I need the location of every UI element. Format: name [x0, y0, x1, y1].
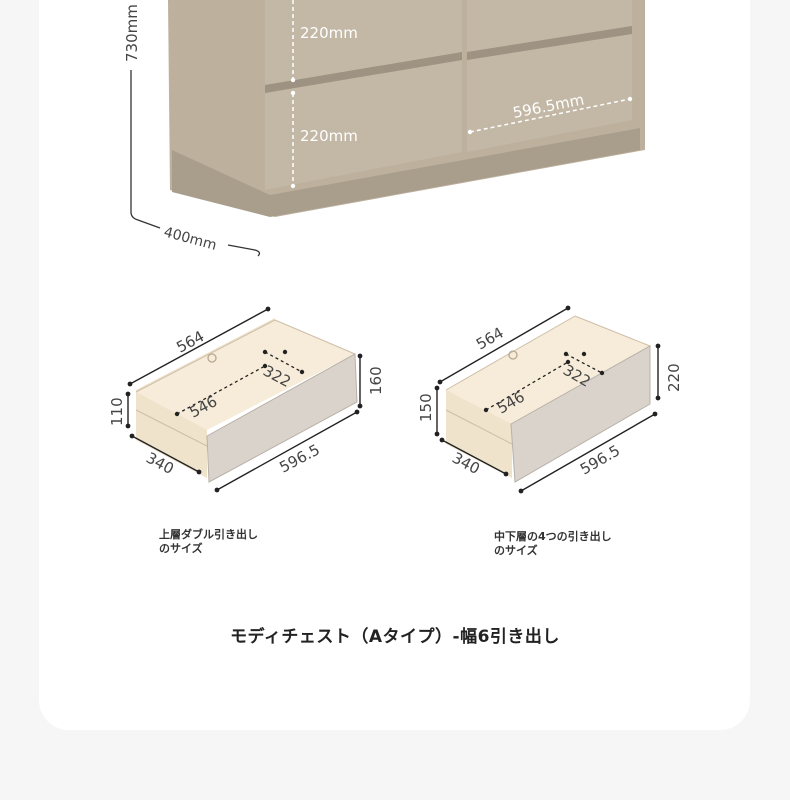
upper-side-height-label: 110	[108, 397, 126, 426]
lower-caption-line1: 中下層の4つの引き出し	[494, 530, 612, 543]
lower-caption-line2: のサイズ	[494, 544, 538, 557]
lower-front-height-label: 220	[665, 363, 683, 392]
lower-drawer-interior	[446, 316, 650, 424]
lower-drawer-caption: 中下層の4つの引き出し のサイズ	[494, 530, 612, 558]
upper-caption-line1: 上層ダブル引き出し	[159, 528, 258, 541]
upper-drawer-caption: 上層ダブル引き出し のサイズ	[159, 528, 258, 556]
drawer-top-height-label: 220mm	[300, 24, 358, 42]
upper-drawer-interior	[136, 320, 355, 430]
cabinet-illustration: 220mm 220mm 596.5mm 730mm 400mm	[123, 0, 645, 257]
upper-front-height-label: 160	[367, 366, 385, 395]
drawer-front-top-left	[265, 0, 462, 85]
drawer-front-bottom-left	[265, 60, 462, 190]
upper-front-width-label: 596.5	[276, 440, 322, 476]
cabinet-base	[172, 128, 640, 217]
lower-front-width-label: 596.5	[577, 441, 623, 478]
upper-length-label: 564	[173, 327, 207, 356]
upper-drawer-diagram: 564 322 546 110 160 340 596.5	[108, 306, 385, 493]
upper-drawer-front	[206, 353, 358, 483]
lower-drawer-diagram: 564 322 546 150 220 340 596.5	[417, 305, 683, 494]
upper-caption-line2: のサイズ	[159, 542, 203, 555]
lower-side-height-label: 150	[417, 393, 435, 422]
product-title: モディチェスト（Aタイプ）-幅6引き出し	[230, 627, 560, 647]
drawer-bottom-height-label: 220mm	[300, 127, 358, 145]
lower-length-label: 564	[473, 324, 507, 354]
cabinet-height-label: 730mm	[123, 4, 141, 62]
drawer-front-top-right	[467, 0, 632, 52]
drawer-front-bottom-right	[467, 34, 632, 152]
cabinet-depth-label: 400mm	[162, 224, 218, 253]
